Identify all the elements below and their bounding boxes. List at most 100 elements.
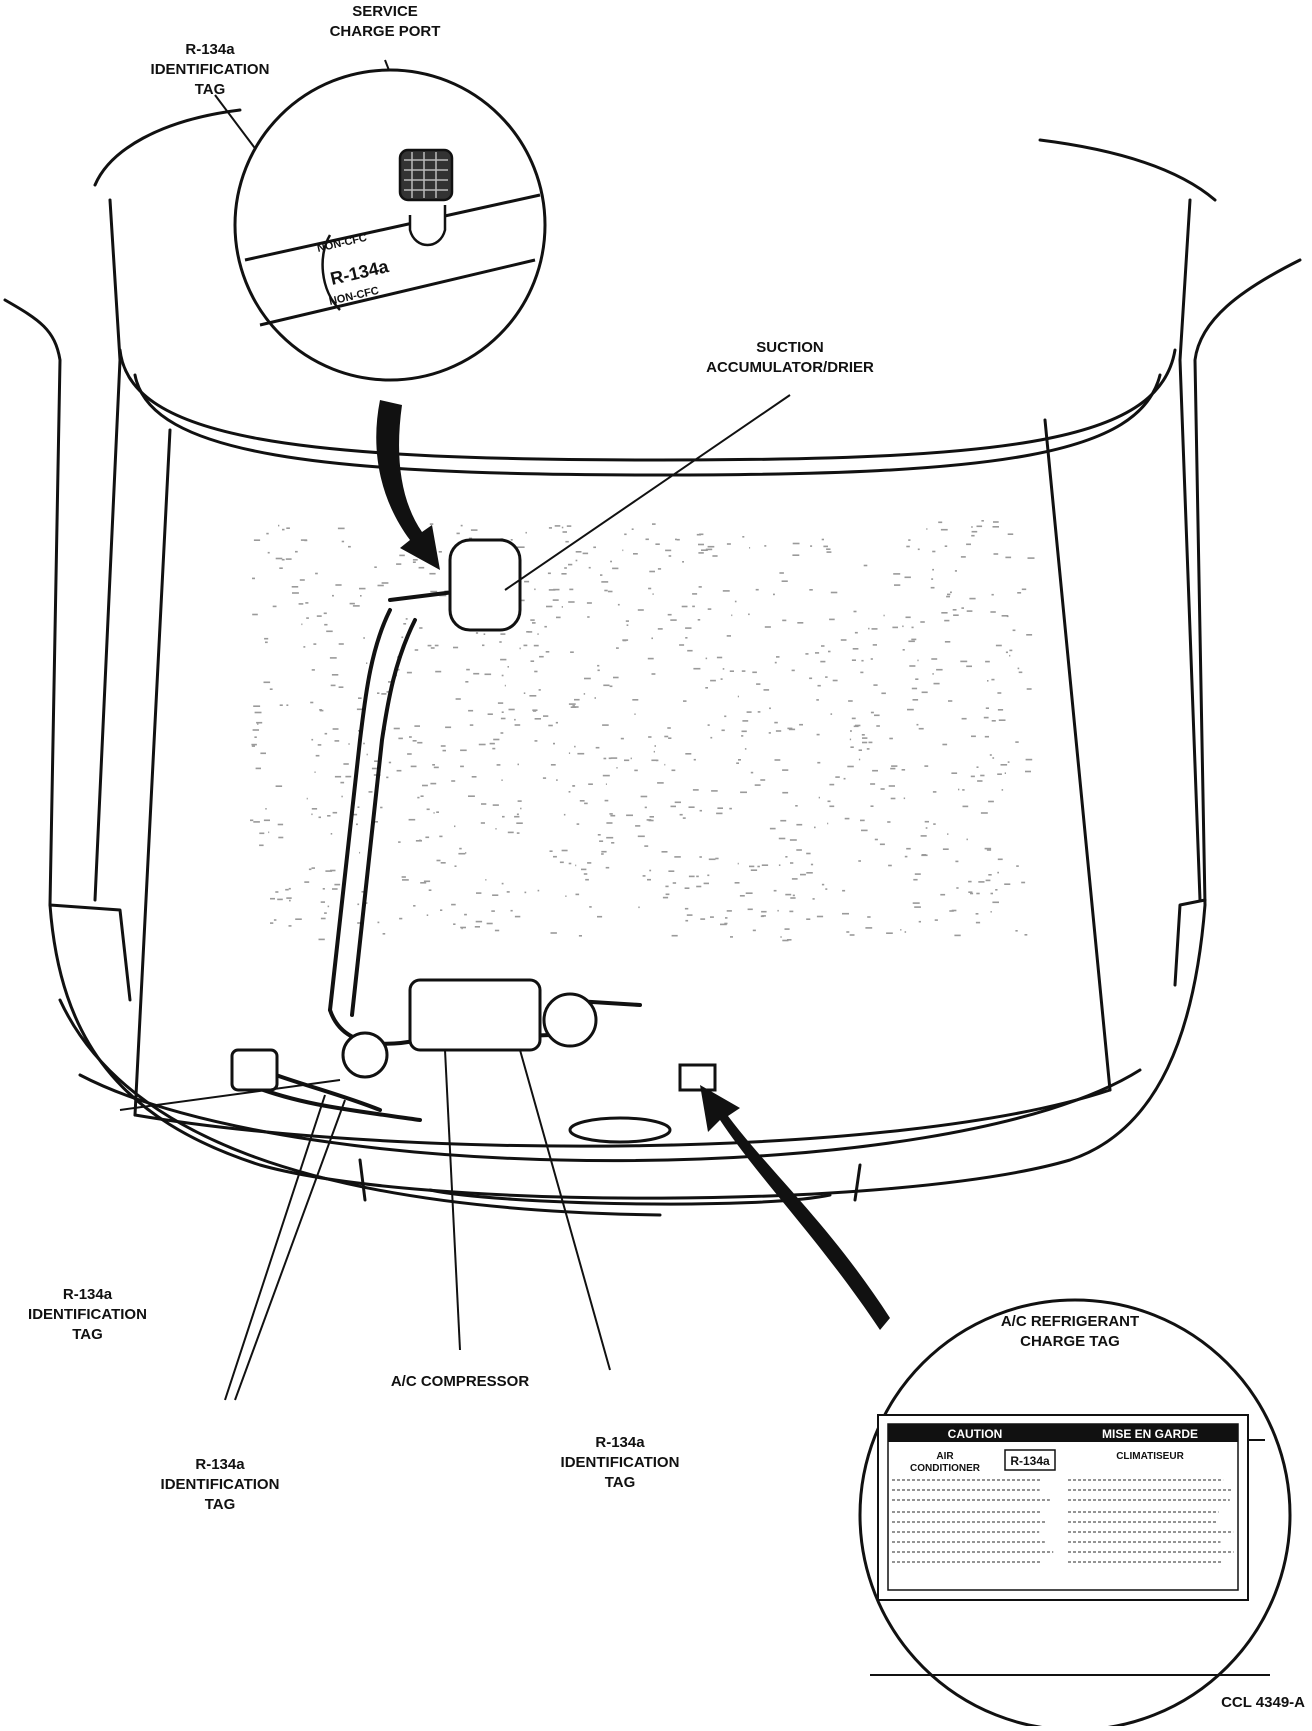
engine-stipple (842, 912, 849, 915)
engine-stipple (644, 806, 647, 809)
engine-stipple (955, 860, 959, 863)
engine-stipple (300, 539, 307, 541)
engine-stipple (913, 878, 918, 881)
engine-stipple (454, 865, 457, 867)
engine-stipple (514, 724, 521, 726)
engine-stipple (1015, 930, 1018, 932)
engine-stipple (688, 806, 695, 808)
engine-stipple (330, 684, 336, 687)
engine-stipple (862, 737, 868, 739)
engine-stipple (780, 819, 787, 822)
engine-stipple (414, 649, 419, 651)
engine-stipple (576, 823, 580, 825)
engine-stipple (413, 905, 416, 907)
engine-stipple (405, 618, 408, 620)
engine-stipple (345, 775, 352, 778)
grille-emblem (568, 1116, 672, 1144)
engine-stipple (478, 743, 486, 746)
engine-stipple (681, 605, 688, 608)
engine-stipple (924, 820, 929, 823)
engine-stipple (865, 927, 873, 929)
engine-stipple (746, 711, 752, 713)
engine-stipple (279, 567, 283, 569)
engine-stipple (698, 543, 704, 546)
engine-stipple (350, 813, 358, 816)
engine-stipple (251, 743, 257, 746)
engine-stipple (275, 891, 279, 893)
engine-stipple (253, 821, 260, 823)
engine-stipple (259, 844, 264, 847)
engine-stipple (577, 752, 585, 755)
engine-stipple (966, 610, 973, 612)
engine-stipple (251, 745, 255, 747)
engine-stipple (932, 673, 934, 675)
engine-stipple (997, 709, 1004, 711)
engine-stipple (777, 909, 779, 912)
engine-stipple (871, 628, 878, 630)
engine-stipple (263, 681, 271, 684)
engine-stipple (685, 753, 692, 755)
engine-stipple (776, 656, 780, 658)
engine-stipple (797, 622, 804, 624)
engine-stipple (932, 791, 937, 793)
engine-stipple (289, 899, 291, 902)
engine-stipple (445, 726, 452, 729)
engine-stipple (407, 753, 412, 755)
engine-stipple (810, 545, 813, 547)
engine-stipple (938, 521, 943, 524)
leader-compressor (444, 1049, 461, 1351)
engine-stipple (686, 914, 693, 916)
engine-stipple (465, 852, 467, 854)
engine-stipple (606, 836, 614, 839)
engine-stipple (537, 889, 540, 892)
engine-stipple (363, 742, 365, 745)
engine-stipple (881, 692, 886, 695)
engine-stipple (386, 776, 389, 779)
engine-stipple (668, 555, 672, 557)
engine-stipple (581, 868, 587, 871)
engine-stipple (609, 685, 613, 688)
engine-stipple (632, 699, 639, 701)
engine-stipple (334, 883, 341, 886)
engine-stipple (826, 548, 831, 550)
engine-stipple (779, 572, 784, 574)
engine-stipple (654, 745, 656, 747)
engine-stipple (613, 676, 619, 679)
engine-stipple (624, 533, 627, 536)
inset-arrow-top (376, 400, 440, 570)
engine-stipple (971, 534, 975, 537)
engine-stipple (438, 551, 442, 553)
engine-stipple (552, 599, 559, 601)
engine-stipple (489, 742, 495, 745)
engine-stipple (976, 892, 980, 895)
engine-stipple (565, 895, 567, 897)
engine-stipple (769, 707, 771, 710)
engine-stipple (409, 736, 412, 738)
engine-stipple (985, 879, 991, 882)
engine-stipple (651, 637, 653, 640)
engine-stipple (439, 835, 443, 838)
engine-stipple (507, 666, 509, 668)
engine-stipple (451, 780, 456, 782)
engine-stipple (459, 847, 462, 850)
engine-stipple (823, 545, 828, 548)
engine-stipple (932, 550, 936, 553)
engine-stipple (434, 644, 439, 647)
engine-stipple (326, 630, 333, 633)
engine-stipple (806, 918, 811, 920)
engine-stipple (907, 708, 914, 711)
engine-stipple (622, 549, 624, 552)
engine-stipple (555, 721, 558, 724)
engine-stipple (553, 855, 557, 858)
engine-stipple (764, 626, 771, 628)
engine-stipple (748, 613, 750, 616)
engine-stipple (1009, 654, 1011, 657)
engine-stipple (749, 865, 755, 868)
engine-stipple (417, 741, 423, 744)
engine-stipple (682, 817, 686, 819)
engine-stipple (304, 539, 308, 542)
engine-stipple (710, 736, 713, 739)
engine-stipple (851, 659, 856, 661)
engine-stipple (330, 869, 336, 872)
engine-stipple (962, 789, 965, 791)
